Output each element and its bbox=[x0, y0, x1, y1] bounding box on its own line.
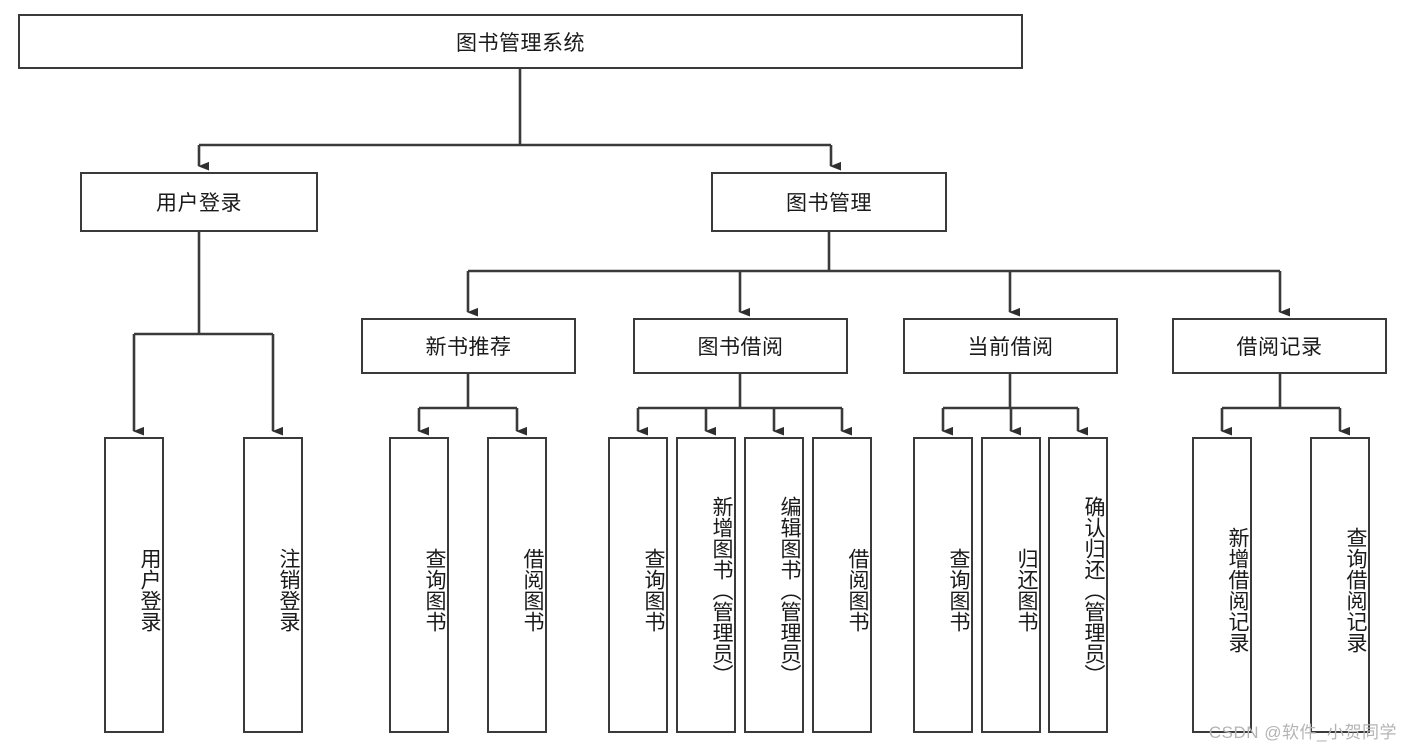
node-leaf-query-book-3[interactable]: 查询图书 bbox=[913, 437, 973, 733]
node-leaf-logout[interactable]: 注销登录 bbox=[243, 437, 303, 733]
node-user-login-label: 用户登录 bbox=[156, 192, 242, 215]
node-book-management-label: 图书管理 bbox=[786, 192, 872, 215]
node-leaf-query-book-1[interactable]: 查询图书 bbox=[389, 437, 449, 733]
node-leaf-borrow-book-2[interactable]: 借阅图书 bbox=[812, 437, 872, 733]
node-borrow-record-label: 借阅记录 bbox=[1236, 336, 1323, 359]
node-leaf-query-book-2[interactable]: 查询图书 bbox=[608, 437, 668, 733]
node-leaf-confirm-return[interactable]: 确认归还（管理员） bbox=[1048, 437, 1108, 733]
node-root[interactable]: 图书管理系统 bbox=[18, 14, 1023, 69]
node-leaf-query-book-1-label: 查询图书 bbox=[423, 548, 446, 632]
node-leaf-add-book[interactable]: 新增图书（管理员） bbox=[676, 437, 736, 733]
node-leaf-user-login[interactable]: 用户登录 bbox=[104, 437, 164, 733]
node-leaf-borrow-book-1[interactable]: 借阅图书 bbox=[487, 437, 547, 733]
node-leaf-logout-label: 注销登录 bbox=[277, 548, 300, 632]
node-leaf-borrow-book-2-label: 借阅图书 bbox=[846, 548, 869, 632]
node-leaf-query-record[interactable]: 查询借阅记录 bbox=[1310, 437, 1370, 733]
node-leaf-add-record-label: 新增借阅记录 bbox=[1226, 527, 1249, 653]
node-book-borrow-label: 图书借阅 bbox=[697, 336, 784, 359]
node-leaf-query-book-3-label: 查询图书 bbox=[947, 548, 970, 632]
node-leaf-return-book-label: 归还图书 bbox=[1015, 548, 1038, 632]
node-leaf-edit-book[interactable]: 编辑图书（管理员） bbox=[744, 437, 804, 733]
node-borrow-record[interactable]: 借阅记录 bbox=[1172, 318, 1387, 374]
node-leaf-edit-book-label: 编辑图书（管理员） bbox=[778, 495, 801, 685]
node-book-management[interactable]: 图书管理 bbox=[711, 172, 947, 232]
node-leaf-add-book-label: 新增图书（管理员） bbox=[710, 495, 733, 685]
watermark: CSDN @软件_小贺同学 bbox=[1208, 723, 1397, 742]
node-leaf-add-record[interactable]: 新增借阅记录 bbox=[1192, 437, 1252, 733]
node-new-book-recommend[interactable]: 新书推荐 bbox=[361, 318, 576, 374]
node-current-borrow[interactable]: 当前借阅 bbox=[903, 318, 1118, 374]
node-leaf-return-book[interactable]: 归还图书 bbox=[981, 437, 1041, 733]
node-leaf-user-login-label: 用户登录 bbox=[138, 548, 161, 632]
node-leaf-query-record-label: 查询借阅记录 bbox=[1344, 527, 1367, 653]
node-current-borrow-label: 当前借阅 bbox=[967, 336, 1054, 359]
node-leaf-borrow-book-1-label: 借阅图书 bbox=[521, 548, 544, 632]
node-book-borrow[interactable]: 图书借阅 bbox=[633, 318, 848, 374]
node-new-book-recommend-label: 新书推荐 bbox=[425, 336, 512, 359]
node-user-login[interactable]: 用户登录 bbox=[80, 172, 318, 232]
node-root-label: 图书管理系统 bbox=[456, 31, 585, 55]
node-leaf-query-book-2-label: 查询图书 bbox=[642, 548, 665, 632]
node-leaf-confirm-return-label: 确认归还（管理员） bbox=[1082, 495, 1105, 685]
